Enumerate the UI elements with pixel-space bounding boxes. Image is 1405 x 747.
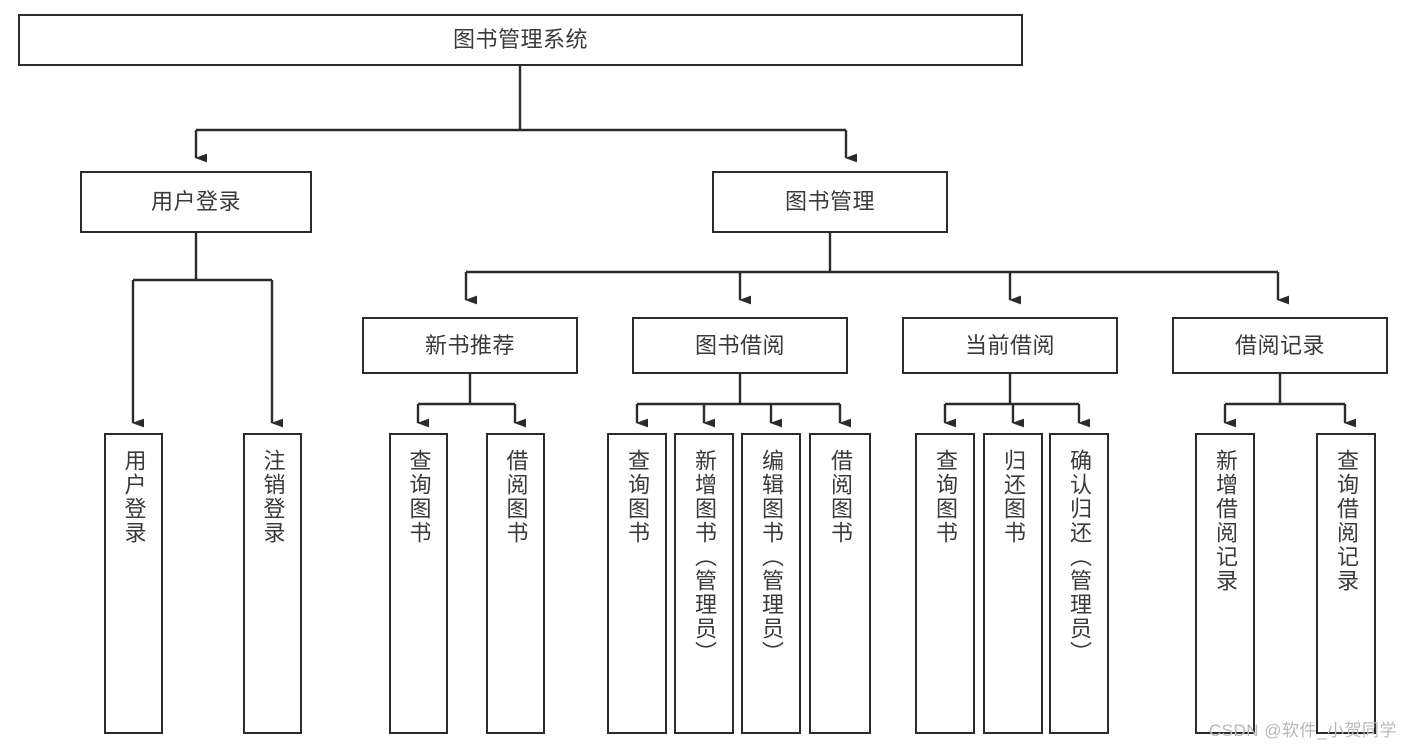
leaf-borrow-query-book[interactable]: 查询图书 bbox=[607, 433, 667, 734]
node-label: 借阅图书 bbox=[828, 449, 853, 545]
node-label: 归还图书 bbox=[1001, 449, 1026, 545]
node-label: 图书管理 bbox=[784, 189, 875, 215]
node-label: 图书管理系统 bbox=[452, 27, 588, 53]
node-label: 查询图书 bbox=[625, 449, 650, 545]
node-current-borrow[interactable]: 当前借阅 bbox=[902, 317, 1118, 374]
leaf-recommend-query-book[interactable]: 查询图书 bbox=[389, 433, 448, 734]
node-label: 注销登录 bbox=[260, 449, 286, 545]
leaf-borrow-edit-book-admin[interactable]: 编辑图书（管理员） bbox=[741, 433, 801, 734]
node-user-login[interactable]: 用户登录 bbox=[80, 171, 312, 233]
node-label: 确认归还（管理员） bbox=[1067, 449, 1092, 665]
node-label: 新书推荐 bbox=[424, 332, 515, 358]
leaf-borrow-borrow-book[interactable]: 借阅图书 bbox=[809, 433, 871, 734]
node-label: 借阅图书 bbox=[503, 449, 529, 545]
leaf-current-query-book[interactable]: 查询图书 bbox=[915, 433, 975, 734]
node-label: 编辑图书（管理员） bbox=[759, 449, 784, 665]
node-book-borrow[interactable]: 图书借阅 bbox=[632, 317, 848, 374]
watermark-text: CSDN @软件_小贺同学 bbox=[1208, 721, 1397, 740]
leaf-current-return-book[interactable]: 归还图书 bbox=[983, 433, 1043, 734]
node-label: 借阅记录 bbox=[1234, 332, 1325, 358]
node-label: 新增借阅记录 bbox=[1213, 449, 1238, 593]
node-borrow-records[interactable]: 借阅记录 bbox=[1172, 317, 1388, 374]
leaf-user-login-login[interactable]: 用户登录 bbox=[104, 433, 163, 734]
node-label: 查询图书 bbox=[933, 449, 958, 545]
leaf-user-login-logout[interactable]: 注销登录 bbox=[243, 433, 302, 734]
node-label: 图书借阅 bbox=[694, 332, 785, 358]
node-label: 当前借阅 bbox=[964, 332, 1055, 358]
node-label: 用户登录 bbox=[150, 189, 241, 215]
node-root-system[interactable]: 图书管理系统 bbox=[18, 14, 1023, 66]
node-new-book-recommend[interactable]: 新书推荐 bbox=[362, 317, 578, 374]
node-book-management[interactable]: 图书管理 bbox=[712, 171, 948, 233]
node-label: 查询借阅记录 bbox=[1334, 449, 1359, 593]
leaf-records-query-record[interactable]: 查询借阅记录 bbox=[1316, 433, 1376, 734]
leaf-recommend-borrow-book[interactable]: 借阅图书 bbox=[486, 433, 545, 734]
leaf-borrow-add-book-admin[interactable]: 新增图书（管理员） bbox=[674, 433, 734, 734]
leaf-current-confirm-return-admin[interactable]: 确认归还（管理员） bbox=[1049, 433, 1109, 734]
node-label: 查询图书 bbox=[406, 449, 432, 545]
leaf-records-add-record[interactable]: 新增借阅记录 bbox=[1195, 433, 1255, 734]
node-label: 用户登录 bbox=[121, 449, 147, 545]
node-label: 新增图书（管理员） bbox=[692, 449, 717, 665]
